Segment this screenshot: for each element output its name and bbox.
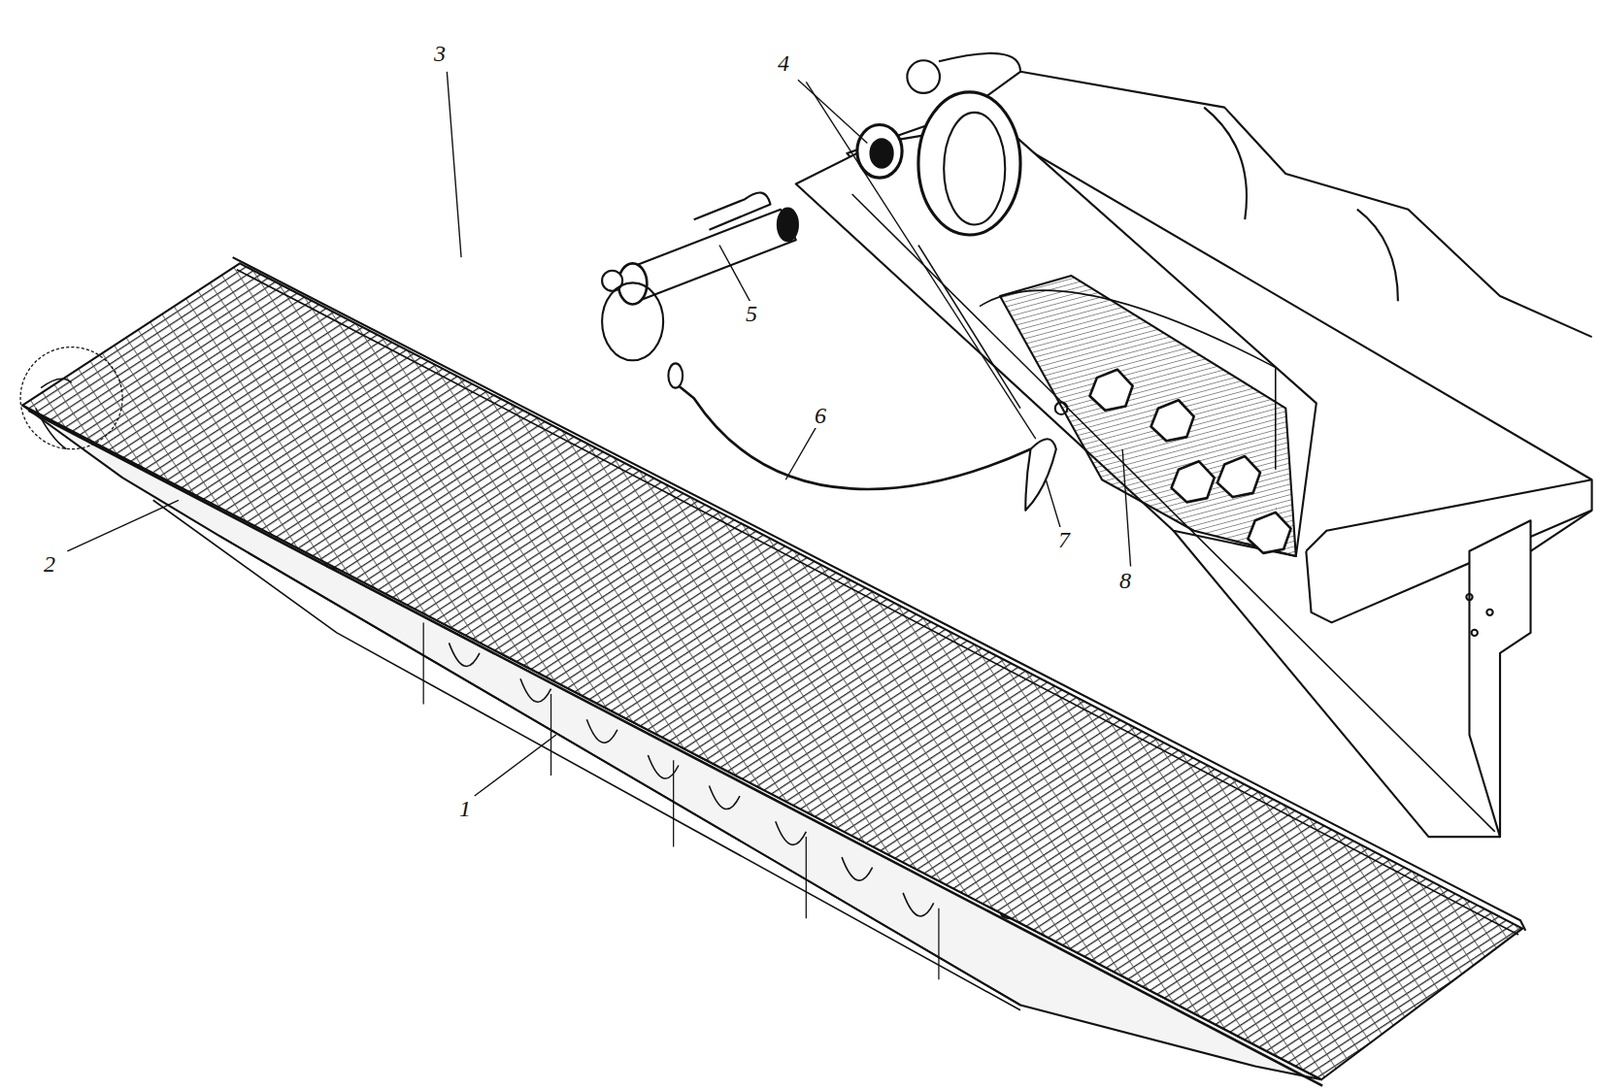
callout-number: 3 — [431, 40, 449, 67]
callout-number: 1 — [456, 796, 474, 822]
callout-number: 4 — [774, 50, 793, 76]
callout-number: 6 — [811, 402, 830, 429]
callout-number: 2 — [40, 551, 59, 577]
callout-number: 7 — [1055, 527, 1073, 553]
callout-number: 5 — [742, 300, 761, 327]
callout-number: 8 — [1116, 567, 1134, 594]
leader-lines — [66, 71, 1131, 797]
